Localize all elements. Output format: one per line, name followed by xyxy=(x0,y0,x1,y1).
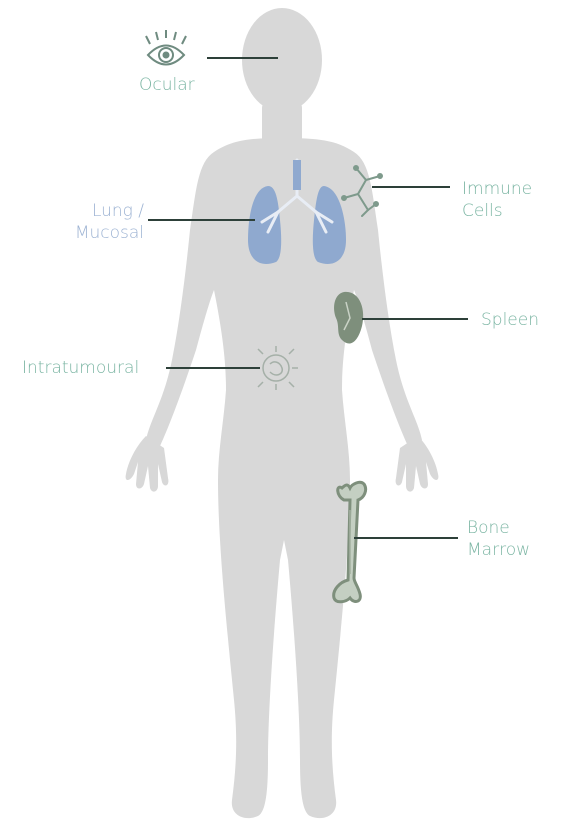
eye-icon xyxy=(146,30,186,65)
bone-marrow-label: Bone Marrow xyxy=(467,517,530,561)
human-silhouette xyxy=(126,8,439,818)
bone-label-line2: Marrow xyxy=(467,539,530,561)
immune-label-line2: Cells xyxy=(462,200,532,222)
spleen-label: Spleen xyxy=(481,309,539,331)
ocular-label: Ocular xyxy=(139,74,195,96)
immune-label-line1: Immune xyxy=(462,178,532,200)
lung-label-line1: Lung / xyxy=(40,200,144,222)
lung-label-line2: Mucosal xyxy=(40,222,144,244)
lung-mucosal-label: Lung / Mucosal xyxy=(40,200,144,244)
intratumoural-label: Intratumoural xyxy=(22,357,139,379)
immune-cells-label: Immune Cells xyxy=(462,178,532,222)
bone-label-line1: Bone xyxy=(467,517,530,539)
